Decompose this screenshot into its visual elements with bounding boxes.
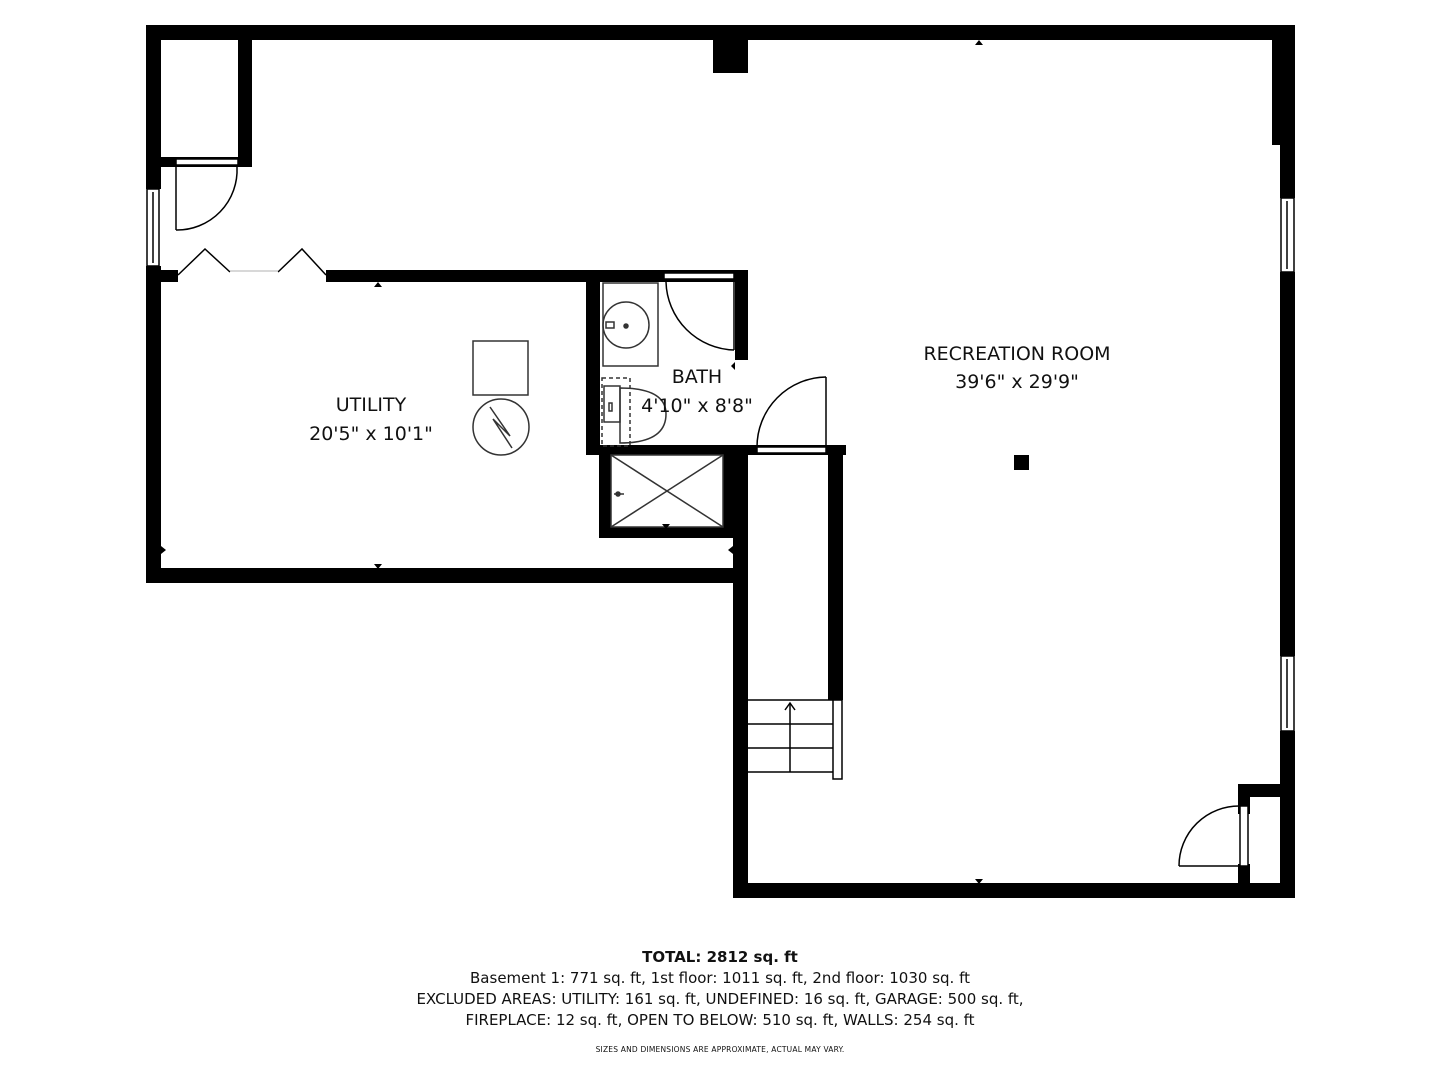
excluded-areas-line-2: FIREPLACE: 12 sq. ft, OPEN TO BELOW: 510…: [465, 1011, 975, 1029]
recreation-room-name: RECREATION ROOM: [923, 343, 1110, 365]
total-area: TOTAL: 2812 sq. ft: [642, 948, 798, 966]
walls: [146, 25, 1295, 898]
utility-room-name: UTILITY: [336, 394, 407, 416]
doors: [175, 158, 1249, 867]
stairs: [748, 699, 843, 780]
utility-room-dims: 20'5" x 10'1": [309, 423, 433, 445]
bath-room-name: BATH: [672, 366, 722, 388]
column: [1014, 455, 1029, 470]
recreation-room-dims: 39'6" x 29'9": [955, 371, 1079, 393]
bath-room-dims: 4'10" x 8'8": [641, 395, 753, 417]
area-summary: TOTAL: 2812 sq. ft Basement 1: 771 sq. f…: [0, 946, 1440, 1054]
wall-markers: [161, 40, 983, 884]
windows: [146, 188, 1295, 732]
disclaimer: SIZES AND DIMENSIONS ARE APPROXIMATE, AC…: [595, 1045, 845, 1054]
floor-areas: Basement 1: 771 sq. ft, 1st floor: 1011 …: [470, 969, 970, 987]
room-labels: RECREATION ROOM 39'6" x 29'9" UTILITY 20…: [309, 343, 1110, 445]
floor-plan: RECREATION ROOM 39'6" x 29'9" UTILITY 20…: [146, 25, 1295, 898]
excluded-areas-line-1: EXCLUDED AREAS: UTILITY: 161 sq. ft, UND…: [416, 990, 1024, 1008]
fixtures: [472, 282, 724, 528]
